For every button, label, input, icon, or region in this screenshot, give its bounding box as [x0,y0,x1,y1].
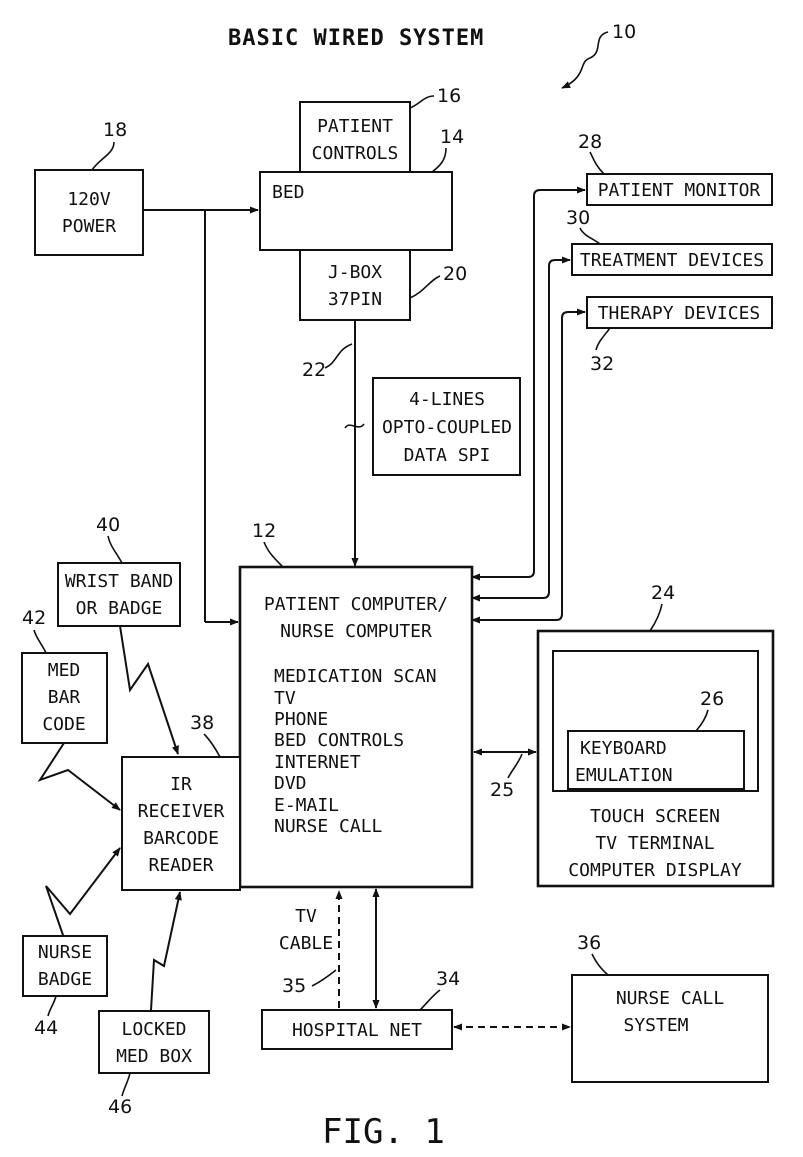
locked-med-box-ref-leader [122,1073,130,1096]
tv-cable-line-2: CABLE [279,933,333,954]
keyboard-emulation-ref: 26 [700,688,724,710]
power-ref: 18 [103,119,127,141]
touch-screen-ref-leader [650,604,662,631]
locked-med-box-link [151,892,180,1010]
wrist-band-ref: 40 [96,514,120,536]
nurse-badge-ref-leader [48,996,56,1016]
power-ref-leader [92,142,114,170]
power-line-2: POWER [62,216,116,237]
locked-med-box-ref: 46 [108,1096,132,1118]
patient-monitor-ref-leader [590,152,604,174]
hospital-net-ref-leader [420,990,440,1010]
ir-receiver-line-1: IR [170,774,192,795]
locked-med-box-line-1: LOCKED [121,1019,186,1040]
keyboard-emulation-line-2: EMULATION [575,765,673,786]
wrist-band-ir-link [120,626,178,754]
therapy-devices-ref-leader [596,328,610,350]
ir-receiver-line-3: BARCODE [143,828,219,849]
system-ref-leader [562,32,608,88]
treatment-devices-ref-leader [580,228,600,244]
data-link-note-line-1: 4-LINES [409,389,485,410]
spi-link-ref: 22 [302,359,326,381]
nurse-badge-ref: 44 [34,1017,58,1039]
nurse-call-system-line-1: NURSE CALL [616,988,725,1009]
nurse-call-system-ref: 36 [577,932,601,954]
med-bar-code-ref-leader [34,630,46,653]
jbox-ref: 20 [443,263,467,285]
system-ref: 10 [612,21,636,43]
patient-computer-ref: 12 [252,520,276,542]
function-internet: INTERNET [274,752,361,773]
locked-med-box-line-2: MED BOX [116,1046,192,1067]
patient-controls-ref-leader [410,96,434,108]
med-bar-code-ir-link [40,743,120,810]
nurse-call-system-ref-leader [592,954,608,975]
patient-controls-line-1: PATIENT [317,116,393,137]
touch-screen-ref: 24 [651,582,675,604]
med-bar-code-ref: 42 [22,607,46,629]
med-bar-code-line-3: CODE [42,714,85,735]
spi-link-ref-leader [325,344,352,368]
diagram-title: BASIC WIRED SYSTEM [228,26,484,51]
treatment-devices-label: TREATMENT DEVICES [580,250,764,271]
jbox-ref-leader [410,276,440,298]
data-link-note-line-3: DATA SPI [404,445,491,466]
bed-ref-leader [432,148,446,172]
patient-controls-ref: 16 [437,85,461,107]
function-dvd: DVD [274,773,307,794]
bed-ref: 14 [440,126,464,148]
ir-receiver-line-4: READER [148,855,213,876]
wrist-band-line-1: WRIST BAND [65,571,173,592]
function-phone: PHONE [274,709,328,730]
hospital-net-label: HOSPITAL NET [292,1020,422,1041]
nurse-badge-ir-link [46,848,120,938]
power-line-1: 120V [67,189,111,210]
function-nurse-call: NURSE CALL [274,816,383,837]
keyboard-emulation-line-1: KEYBOARD [580,738,667,759]
display-link-ref-leader [508,754,522,778]
display-link-ref: 25 [490,779,514,801]
patient-monitor-ref: 28 [578,131,602,153]
nurse-call-system-line-2: SYSTEM [623,1015,688,1036]
ir-receiver-line-2: RECEIVER [138,801,225,822]
med-bar-code-line-1: MED [48,660,81,681]
therapy-devices-ref: 32 [590,353,614,375]
patient-controls-line-2: CONTROLS [312,143,399,164]
wrist-band-ref-leader [108,536,122,563]
treatment-devices-ref: 30 [566,207,590,229]
touch-screen-line-1: TOUCH SCREEN [590,806,720,827]
tv-cable-ref: 35 [282,975,306,997]
jbox-line-1: J-BOX [328,262,382,283]
touch-screen-line-3: COMPUTER DISPLAY [568,860,742,881]
figure-label: FIG. 1 [322,1112,445,1152]
function-email: E-MAIL [274,795,339,816]
touch-screen-line-2: TV TERMINAL [595,833,714,854]
data-link-note-line-2: OPTO-COUPLED [382,417,512,438]
function-bed-controls: BED CONTROLS [274,730,404,751]
nurse-badge-line-2: BADGE [38,969,92,990]
nurse-badge-line-1: NURSE [38,942,92,963]
tv-cable-ref-leader [312,970,336,986]
function-tv: TV [274,688,296,709]
patient-computer-heading-2: NURSE COMPUTER [280,621,432,642]
med-bar-code-line-2: BAR [48,687,81,708]
hospital-net-ref: 34 [436,968,460,990]
power-box [35,170,143,255]
bed-label: BED [272,182,305,203]
ir-receiver-ref: 38 [190,712,214,734]
tv-cable-line-1: TV [295,906,317,927]
jbox-line-2: 37PIN [328,289,382,310]
patient-computer-ref-leader [264,542,282,566]
wrist-band-line-2: OR BADGE [76,598,163,619]
patient-monitor-label: PATIENT MONITOR [598,180,761,201]
patient-computer-heading-1: PATIENT COMPUTER/ [264,594,448,615]
function-medication-scan: MEDICATION SCAN [274,666,437,687]
therapy-devices-label: THERAPY DEVICES [598,303,761,324]
ir-receiver-ref-leader [204,734,220,757]
